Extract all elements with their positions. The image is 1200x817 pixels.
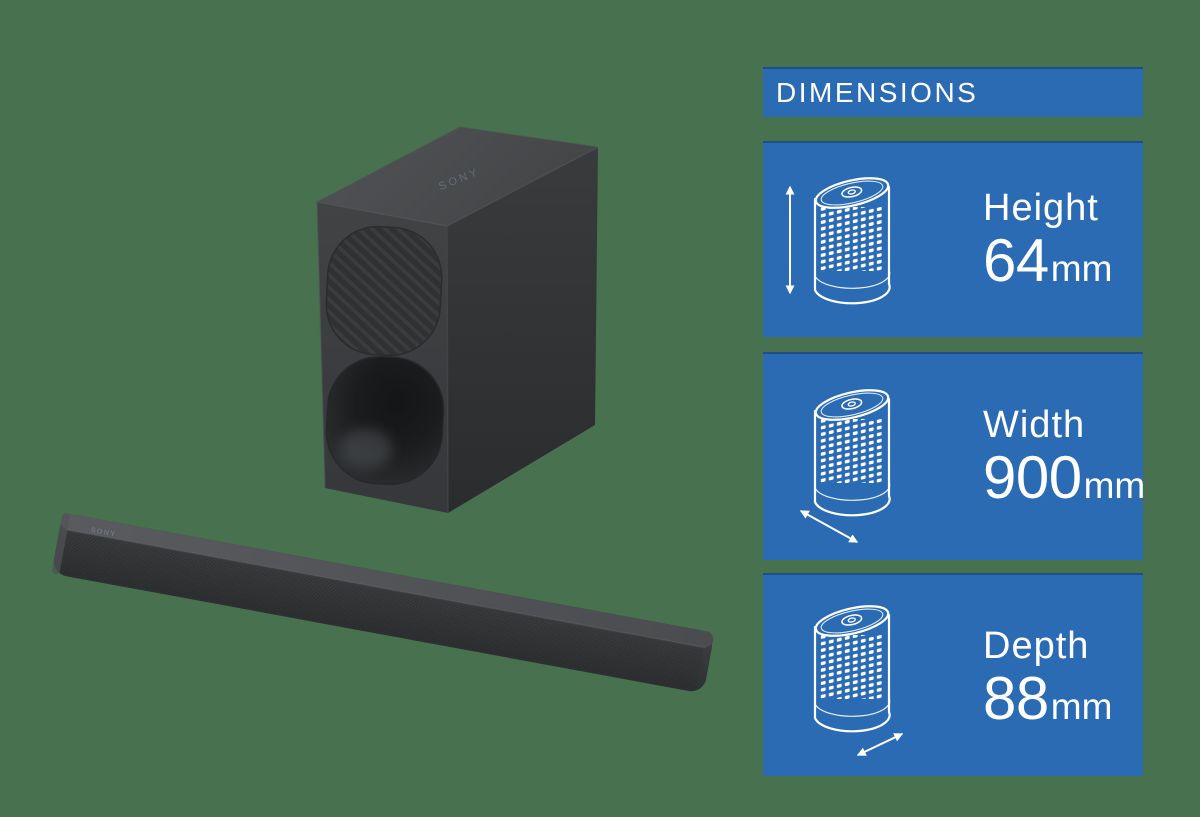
soundbar-logo: SONY <box>90 527 117 539</box>
dimension-unit: mm <box>1050 685 1113 727</box>
dimension-label-width: Width <box>983 404 1086 446</box>
dimension-number: 64 <box>983 226 1049 294</box>
subwoofer-bass-port <box>325 355 445 486</box>
dimension-card-height: Height 64mm <box>763 141 1143 337</box>
cylinder-speaker-icon <box>799 383 892 543</box>
dimension-card-depth: Depth 88mm <box>763 573 1143 776</box>
dimension-value-height: 64mm <box>983 230 1113 291</box>
subwoofer-grille <box>325 225 443 357</box>
dimensions-header: DIMENSIONS <box>763 67 1143 117</box>
cylinder-speaker-icon <box>812 599 904 756</box>
dimension-number: 900 <box>983 443 1082 511</box>
diagonal-double-arrow-up-right-icon <box>856 733 904 756</box>
dimension-value-depth: 88mm <box>983 668 1113 729</box>
dimension-unit: mm <box>1083 464 1143 506</box>
dimension-label-height: Height <box>983 187 1099 229</box>
soundbar-illustration: SONY <box>52 513 714 692</box>
dimensions-title: DIMENSIONS <box>776 77 979 108</box>
dimension-value-width: 900mm <box>983 447 1143 508</box>
dimension-unit: mm <box>1050 247 1113 289</box>
product-image: SONY SONY <box>52 126 714 692</box>
dimension-label-depth: Depth <box>983 625 1090 667</box>
dimension-number: 88 <box>983 664 1049 732</box>
diagonal-double-arrow-down-right-icon <box>799 510 859 543</box>
subwoofer-illustration: SONY <box>316 126 599 514</box>
dimension-card-width: Width 900mm <box>763 352 1143 560</box>
cylinder-speaker-icon <box>785 171 892 305</box>
